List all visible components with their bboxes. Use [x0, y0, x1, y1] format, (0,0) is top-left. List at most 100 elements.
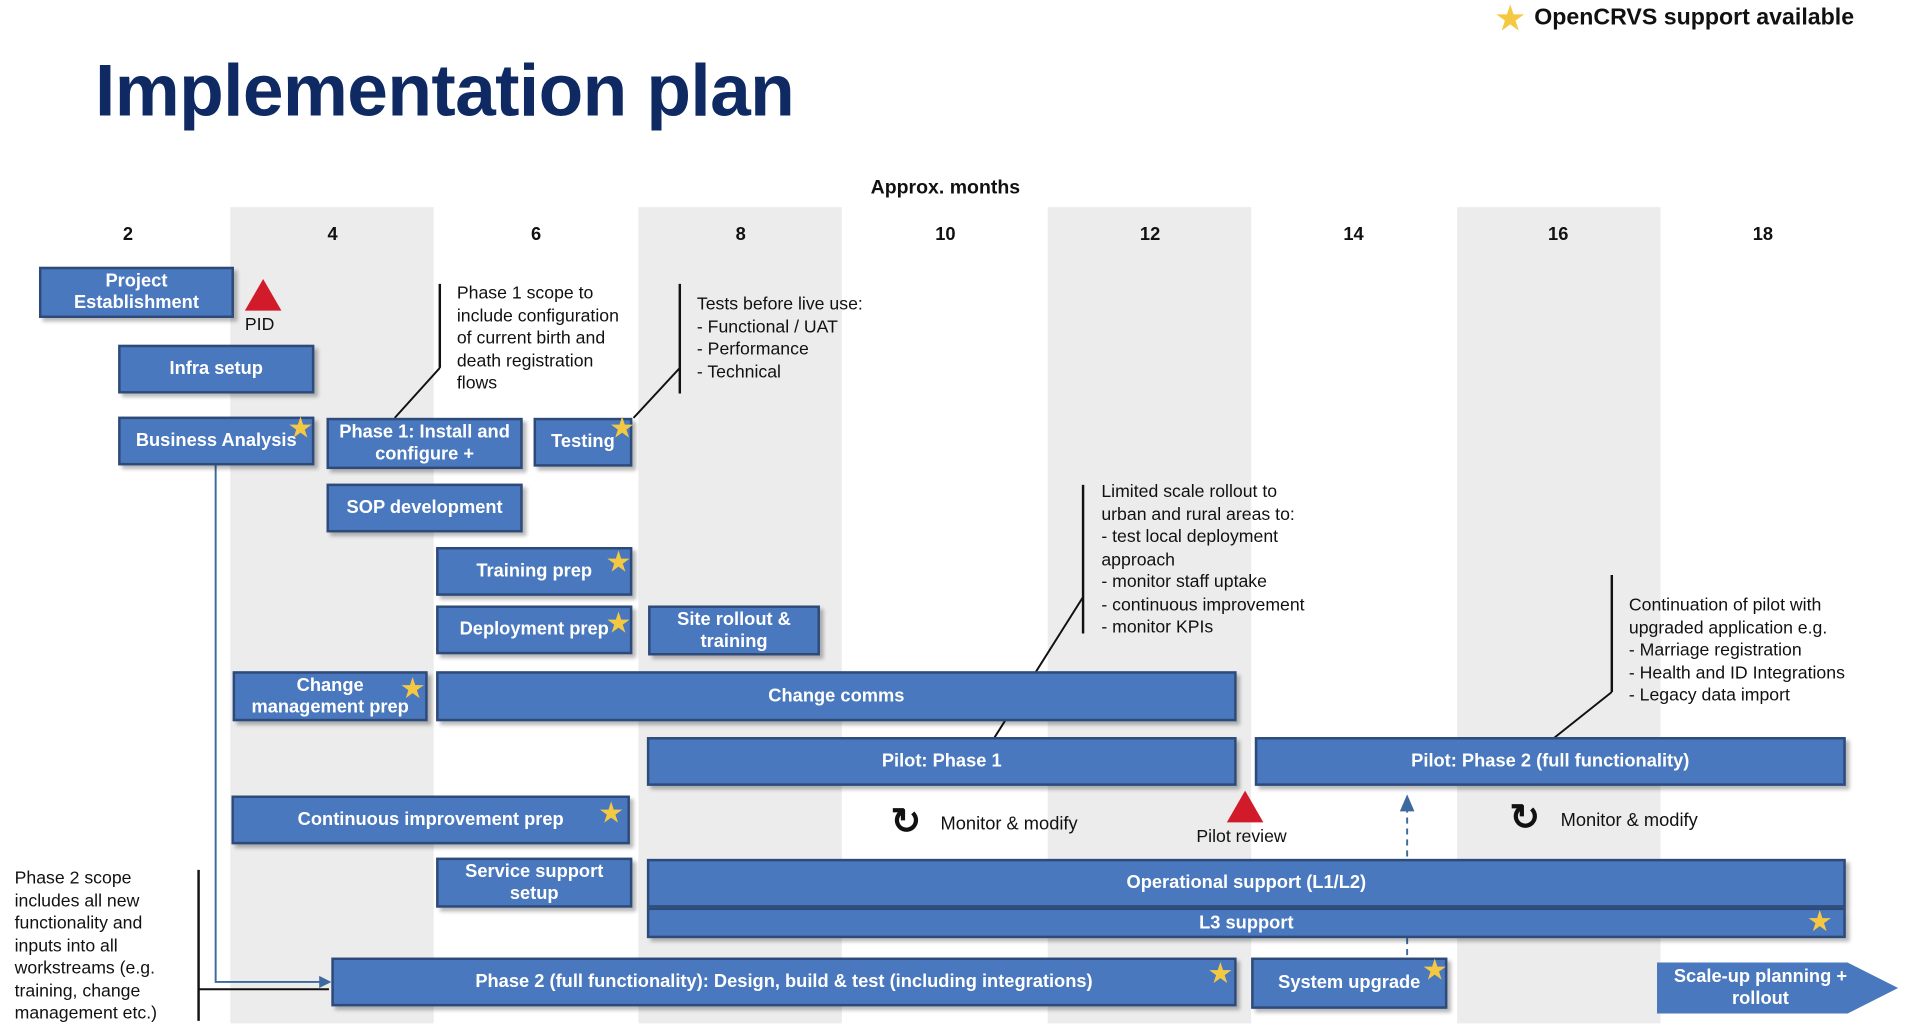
- refresh-loop-icon: ↻: [890, 801, 922, 842]
- note-line: flows: [456, 374, 498, 394]
- bar-label: L3 support: [1199, 911, 1294, 933]
- bar-sop-development: SOP development: [326, 483, 523, 533]
- note-line: death registration: [456, 351, 594, 371]
- bar-label: Project Establishment: [73, 270, 199, 314]
- page-title: Implementation plan: [95, 49, 795, 132]
- axis-title: Approx. months: [870, 177, 1021, 199]
- bar-label: Scale-up planning + rollout: [1673, 966, 1847, 1009]
- tick-label: 6: [530, 224, 542, 245]
- bar-label: SOP development: [346, 497, 503, 518]
- bar-label: Continuous improvement prep: [297, 808, 564, 830]
- bar-site-rollout: Site rollout & training: [648, 605, 820, 656]
- tick-label: 16: [1548, 224, 1569, 245]
- monitor-modify-label: Monitor & modify: [1560, 810, 1698, 831]
- note-tests: Tests before live use: - Functional / UA…: [697, 294, 863, 384]
- note-line: - Marriage registration: [1628, 640, 1802, 661]
- bar-label: Phase 2 (full functionality): Design, bu…: [475, 970, 1093, 992]
- note-line: - Technical: [696, 362, 781, 382]
- note-continuation: Continuation of pilot with upgraded appl…: [1629, 595, 1845, 708]
- tick-label: 10: [935, 224, 956, 245]
- star-icon: ★: [1207, 957, 1234, 991]
- star-icon: ★: [598, 796, 625, 830]
- tick-label: 2: [122, 224, 134, 245]
- bar-label: Service support setup: [465, 860, 604, 904]
- bar-phase1-install: Phase 1: Install and configure +: [326, 417, 523, 470]
- tick-label: 12: [1139, 224, 1161, 245]
- milestone-triangle-icon: [244, 278, 282, 311]
- note-line: Phase 2 scope: [14, 868, 132, 889]
- note-line: - Legacy data import: [1628, 685, 1790, 706]
- bar-label: Business Analysis: [135, 430, 297, 451]
- note-line: - Performance: [696, 339, 809, 360]
- note-line: Limited scale rollout to: [1101, 482, 1278, 502]
- note-line: include configuration: [456, 306, 619, 326]
- bar-label: Deployment prep: [459, 618, 609, 640]
- monitor-modify-label: Monitor & modify: [940, 813, 1078, 835]
- note-limited-rollout: Limited scale rollout to urban and rural…: [1101, 481, 1304, 639]
- note-line: management etc.): [14, 1003, 158, 1024]
- milestone-triangle-icon: [1226, 790, 1264, 823]
- note-line: - continuous improvement: [1101, 595, 1305, 615]
- bar-l3-support: L3 support: [646, 907, 1846, 939]
- bar-continuous-improvement-prep: Continuous improvement prep: [231, 795, 630, 845]
- tick-label: 18: [1752, 224, 1774, 245]
- tick-label: 14: [1343, 224, 1364, 245]
- legend-label: OpenCRVS support available: [1534, 4, 1855, 31]
- note-line: Phase 1 scope to: [456, 283, 594, 304]
- bar-change-comms: Change comms: [436, 671, 1237, 722]
- note-line: - Functional / UAT: [696, 317, 838, 337]
- note-line: - test local deployment: [1101, 527, 1279, 548]
- bar-label: System upgrade: [1278, 972, 1421, 993]
- note-line: upgraded application e.g.: [1628, 618, 1828, 638]
- bar-scaleup-planning: Scale-up planning + rollout: [1656, 962, 1899, 1014]
- note-line: Tests before live use:: [696, 294, 863, 315]
- note-line: approach: [1101, 550, 1176, 570]
- note-line: of current birth and: [456, 328, 606, 349]
- star-icon: ★: [1421, 953, 1448, 987]
- note-line: urban and rural areas to:: [1101, 504, 1295, 525]
- bar-testing: Testing: [533, 417, 633, 467]
- star-icon: ★: [399, 672, 426, 706]
- bar-label: Phase 1: Install and configure +: [339, 421, 510, 465]
- bar-pilot-phase2: Pilot: Phase 2 (full functionality): [1254, 737, 1846, 786]
- column-shade-4: [230, 207, 434, 1024]
- note-line: - monitor KPIs: [1101, 617, 1214, 638]
- note-phase2-scope: Phase 2 scope includes all new functiona…: [15, 867, 157, 1025]
- bar-project-establishment: Project Establishment: [38, 266, 234, 318]
- bar-label: Training prep: [476, 560, 593, 582]
- note-line: functionality and: [14, 913, 143, 934]
- note-line: training, change: [14, 981, 141, 1001]
- bar-system-upgrade: System upgrade: [1251, 957, 1448, 1009]
- star-icon: ★: [609, 411, 636, 445]
- milestone-pid-label: PID: [244, 315, 275, 336]
- bar-label: Site rollout & training: [677, 608, 791, 652]
- note-line: Continuation of pilot with: [1628, 595, 1822, 616]
- bar-phase2-design-build: Phase 2 (full functionality): Design, bu…: [331, 957, 1237, 1007]
- note-line: workstreams (e.g.: [14, 958, 156, 979]
- note-phase1-scope: Phase 1 scope to include configuration o…: [457, 283, 619, 396]
- star-icon: ★: [1806, 905, 1833, 939]
- bar-label: Infra setup: [169, 358, 263, 379]
- tick-label: 4: [327, 224, 338, 245]
- legend: ★ OpenCRVS support available: [1496, 2, 1854, 34]
- note-line: - monitor staff uptake: [1101, 572, 1267, 593]
- note-line: includes all new: [14, 891, 140, 911]
- note-line: - Health and ID Integrations: [1628, 663, 1845, 683]
- bar-infra-setup: Infra setup: [118, 344, 315, 394]
- star-icon: ★: [605, 545, 632, 579]
- star-icon: ★: [1496, 0, 1525, 37]
- bar-operational-support: Operational support (L1/L2): [646, 858, 1846, 908]
- bar-change-management-prep: Change management prep: [232, 671, 428, 722]
- tick-label: 8: [735, 224, 746, 245]
- bar-deployment-prep: Deployment prep: [436, 605, 633, 655]
- bar-service-support-setup: Service support setup: [436, 857, 633, 908]
- bar-business-analysis: Business Analysis: [118, 416, 315, 466]
- refresh-loop-icon: ↻: [1509, 797, 1541, 839]
- milestone-pilot-review-label: Pilot review: [1196, 827, 1287, 847]
- bar-label: Operational support (L1/L2): [1126, 872, 1367, 894]
- bar-label: Testing: [551, 431, 615, 452]
- star-icon: ★: [287, 411, 314, 445]
- bar-label: Change management prep: [251, 674, 409, 717]
- star-icon: ★: [605, 606, 632, 640]
